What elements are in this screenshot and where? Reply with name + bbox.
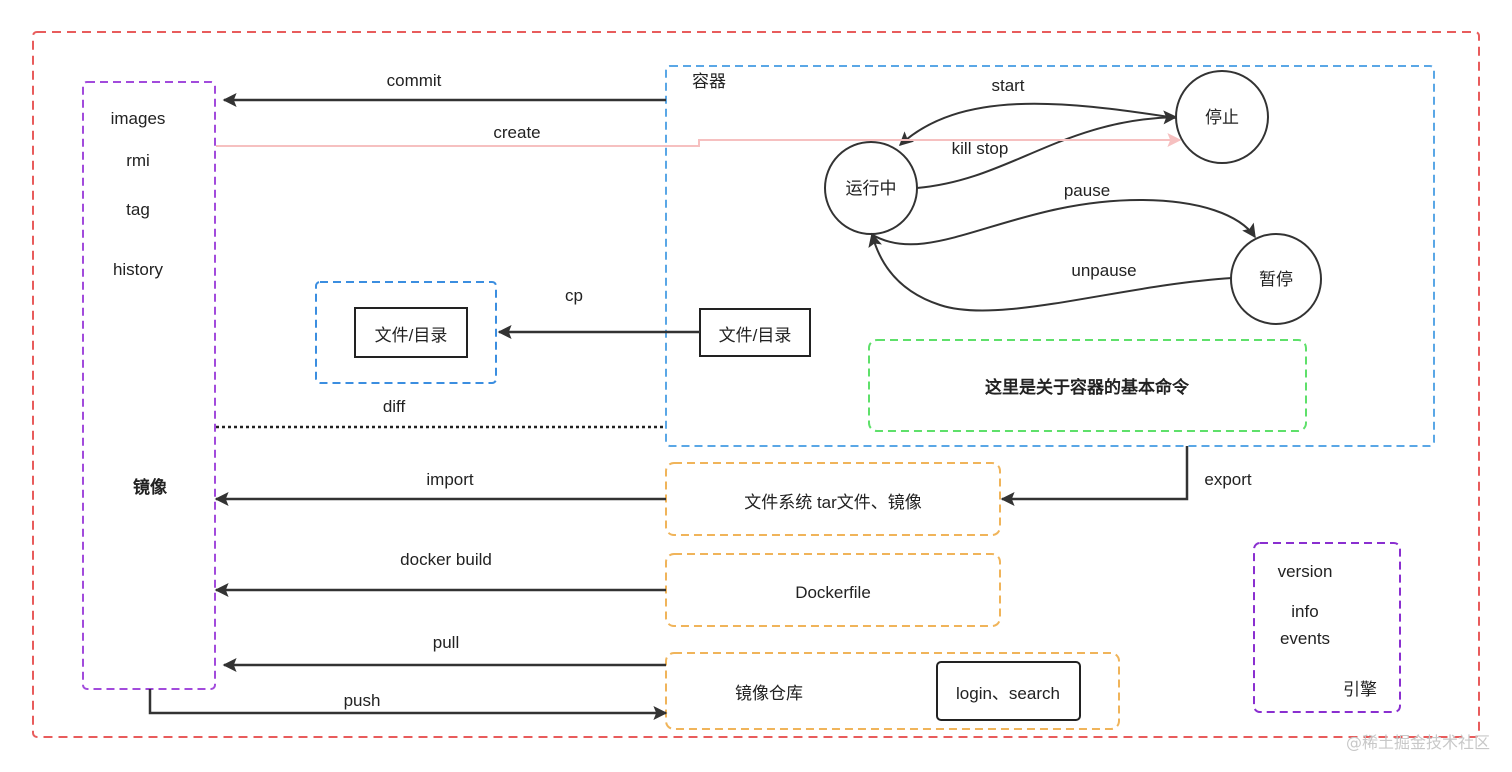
transition-start-arrow [898, 102, 1177, 146]
host-file-label: 文件/目录 [375, 326, 448, 345]
watermark: @稀土掘金技术社区 [1346, 733, 1490, 752]
transition-kill-stop-label: kill stop [952, 139, 1009, 158]
engine-cmd-info: info [1291, 602, 1318, 621]
engine-cmd-events: events [1280, 629, 1330, 648]
host-file-box [354, 307, 468, 358]
cp-label: cp [565, 286, 583, 305]
export-label: export [1204, 470, 1252, 489]
transition-kill-stop-arrow [916, 110, 1178, 189]
export-arrow [1000, 446, 1189, 506]
engine-panel-title: 引擎 [1343, 680, 1377, 699]
image-cmd-images: images [111, 109, 166, 128]
image-cmd-rmi: rmi [126, 151, 150, 170]
import-label: import [426, 470, 474, 489]
image-panel [82, 81, 216, 690]
container-note: 这里是关于容器的基本命令 [985, 377, 1190, 397]
create-label: create [493, 123, 540, 142]
container-file-label: 文件/目录 [719, 326, 792, 345]
registry-cmds-box [936, 661, 1081, 721]
engine-cmd-version: version [1278, 562, 1333, 581]
docker-build-label: docker build [400, 550, 492, 569]
transition-start-label: start [991, 76, 1024, 95]
pull-label: pull [433, 633, 459, 652]
transition-pause-label: pause [1064, 181, 1110, 200]
image-panel-title: 镜像 [133, 477, 168, 497]
push-label: push [344, 691, 381, 710]
commit-label: commit [387, 71, 442, 90]
transition-unpause-arrow [868, 232, 1233, 312]
transition-pause-arrow [870, 198, 1256, 246]
registry-box [665, 652, 1120, 730]
diff-label: diff [383, 397, 406, 416]
host-file-panel [315, 281, 497, 384]
dockerfile-label: Dockerfile [795, 583, 871, 602]
state-running-label: 运行中 [846, 179, 897, 198]
engine-panel [1253, 542, 1401, 713]
state-paused-label: 暂停 [1259, 270, 1293, 289]
filesystem-label: 文件系统 tar文件、镜像 [744, 493, 922, 512]
transition-unpause-label: unpause [1071, 261, 1136, 280]
state-stopped-label: 停止 [1205, 108, 1239, 127]
image-cmd-tag: tag [126, 200, 150, 219]
registry-cmds-label: login、search [956, 684, 1060, 703]
create-arrow [216, 133, 1182, 147]
push-arrow [148, 689, 668, 720]
container-panel-title: 容器 [692, 72, 726, 91]
container-note-box [868, 339, 1307, 432]
registry-label: 镜像仓库 [735, 684, 803, 703]
outer-frame [32, 31, 1480, 738]
container-panel [665, 65, 1435, 447]
image-cmd-history: history [113, 260, 164, 279]
